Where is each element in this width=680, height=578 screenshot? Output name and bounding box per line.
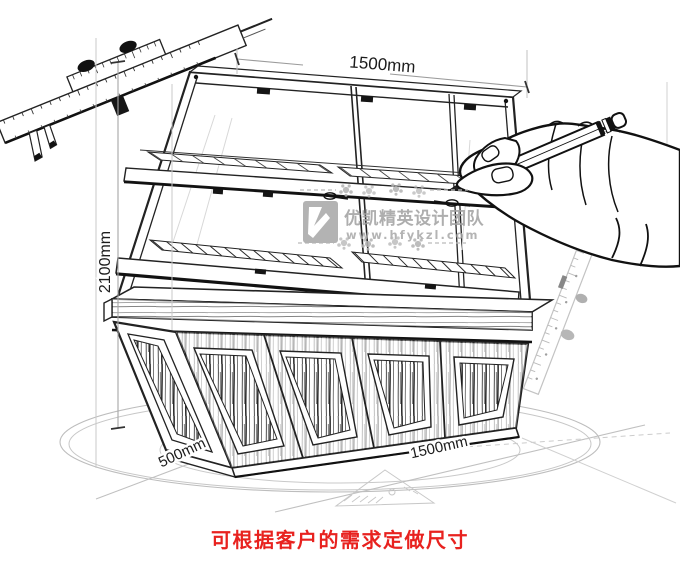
corner-guide-line <box>521 437 677 504</box>
dim-height: 2100mm <box>97 231 114 293</box>
door-panel <box>453 356 515 426</box>
ruler-bolt <box>575 293 588 304</box>
index-nail <box>481 145 500 163</box>
dim-top-width: 1500mm <box>349 52 416 76</box>
shelf-row-upper <box>123 149 498 209</box>
caliper-knob <box>119 40 137 53</box>
door-panel <box>279 350 358 446</box>
thumb-nail <box>491 166 514 184</box>
caliper-clamp <box>110 95 130 116</box>
watermark-logo <box>303 201 338 243</box>
glass-display-case <box>115 65 533 314</box>
watermark-ornaments <box>298 183 468 251</box>
wood-base-cabinet <box>103 286 555 479</box>
watermark-brand: 优凯精英设计团队 <box>344 208 484 229</box>
door-panel <box>367 353 432 436</box>
base-front <box>174 330 530 470</box>
vernier-caliper-sketch <box>0 17 273 162</box>
set-square-sketch <box>334 469 436 507</box>
door-panel <box>192 347 285 455</box>
ruler-bolt <box>560 329 575 341</box>
wrist-creases <box>611 217 649 267</box>
latch <box>360 95 374 103</box>
watermark-url: www.hfykzl.com <box>346 228 480 242</box>
dashed-guide-line <box>449 432 671 449</box>
dimension-lines <box>95 38 530 468</box>
latch <box>463 103 477 111</box>
shelf-row-lower <box>115 239 520 310</box>
hand-holding-pencil <box>447 111 680 268</box>
width-guide-line <box>274 424 646 513</box>
latch <box>256 87 271 95</box>
caliper-knob <box>77 59 95 73</box>
door-separators <box>263 334 446 459</box>
top-width-dim-line <box>236 58 528 88</box>
watermark: 优凯精英设计团队 www.hfykzl.com <box>298 183 484 251</box>
custom-size-note: 可根据客户的需求定做尺寸 <box>211 528 469 552</box>
pencil-eraser <box>595 111 628 136</box>
